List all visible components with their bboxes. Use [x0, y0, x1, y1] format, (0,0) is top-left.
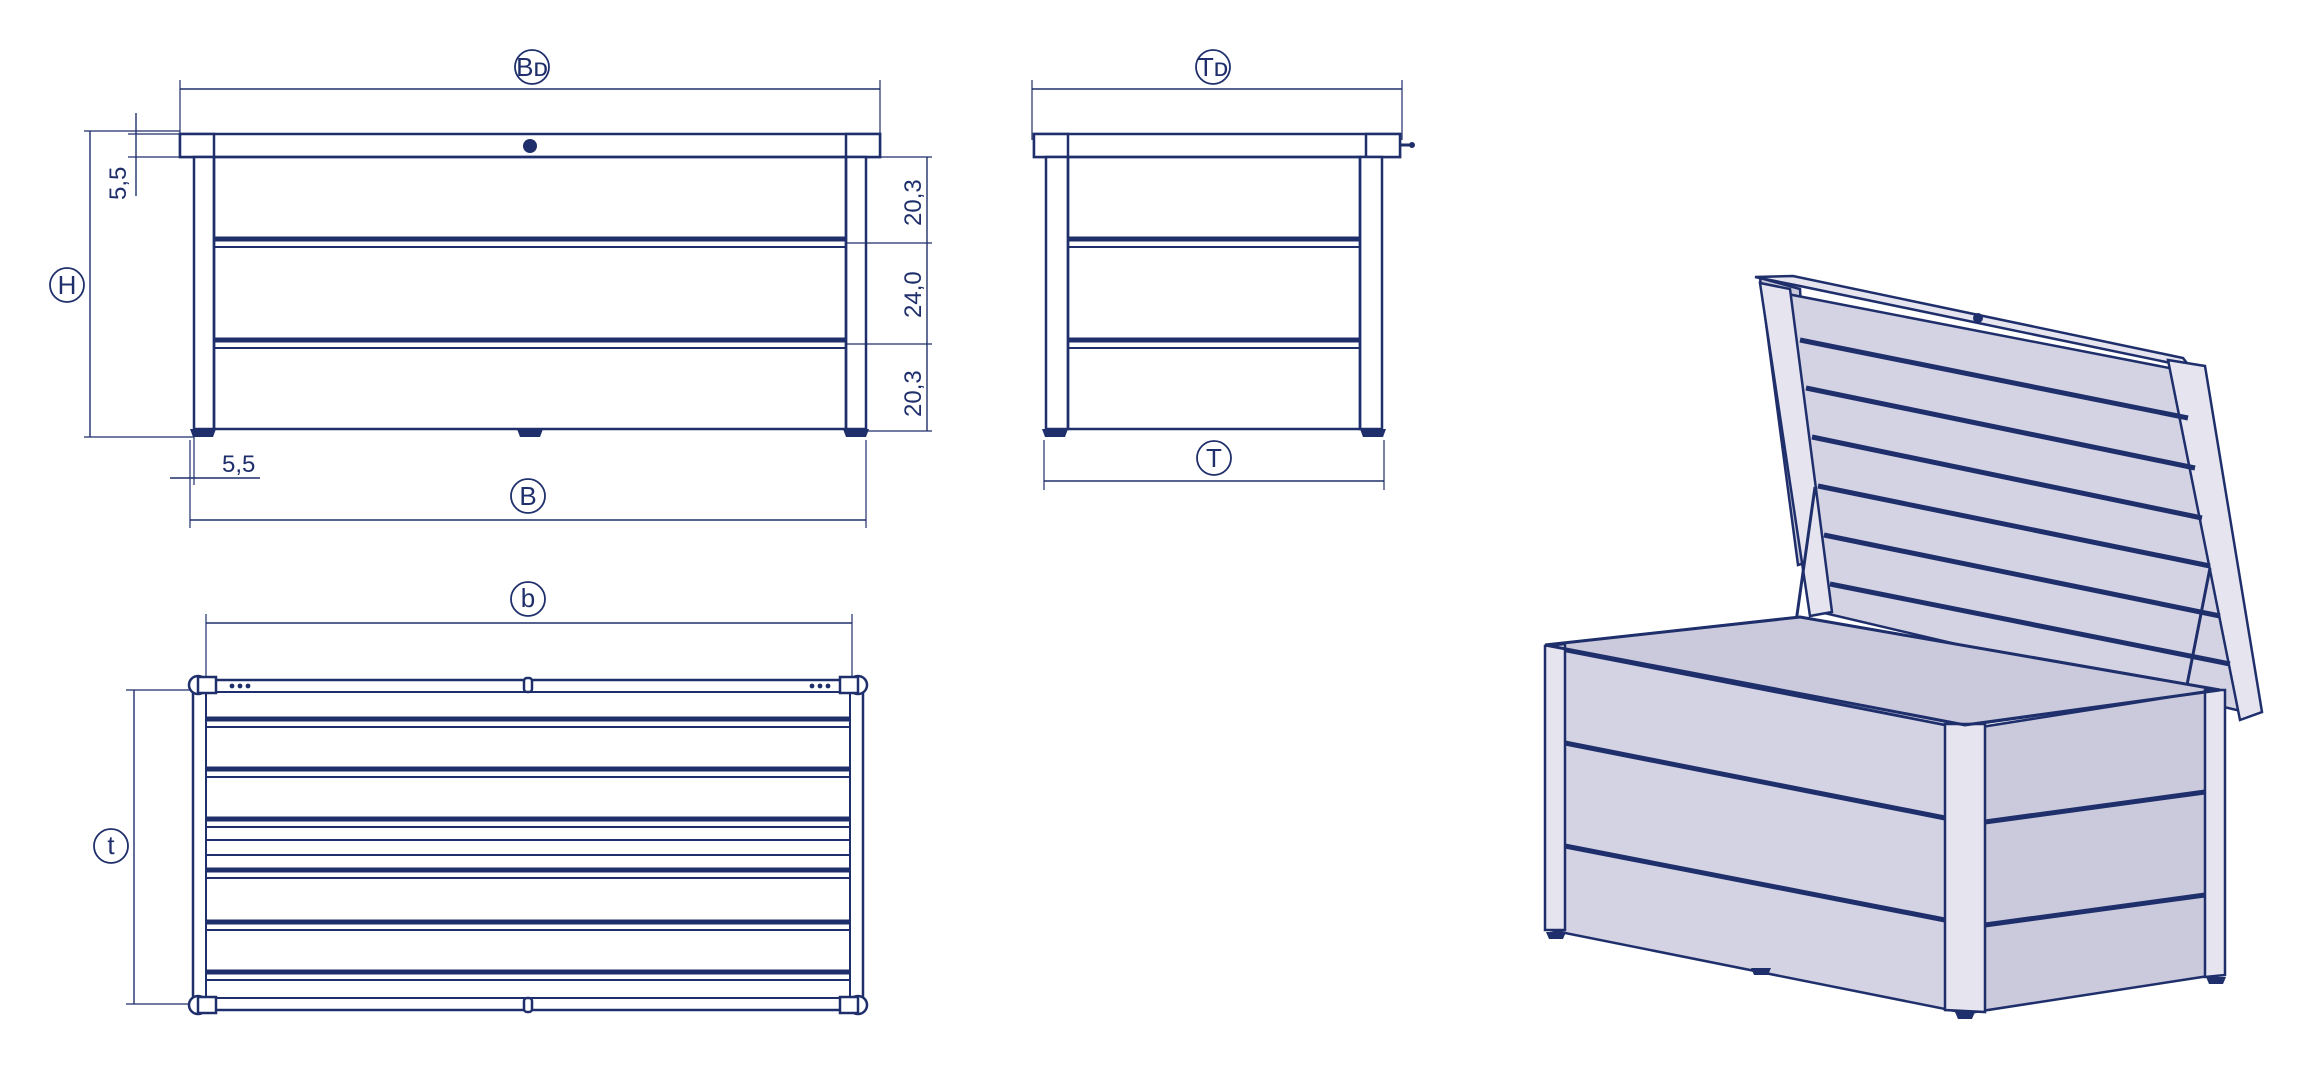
- lid-right-rail: [2166, 358, 2264, 722]
- label-bubble-t: [1196, 440, 1232, 476]
- plan-lock-top: [522, 676, 534, 694]
- front-view: Bᴅ H 5,5 20,3: [49, 49, 932, 528]
- upper-panel-value: 20,3: [900, 179, 927, 226]
- label-small-t: t: [107, 830, 115, 860]
- lid-slat: [1817, 483, 2211, 569]
- front-foot-right: [843, 429, 869, 437]
- lid-slat: [1823, 532, 2221, 619]
- plan-dot: [809, 683, 815, 689]
- lower-panel-value: 20,3: [900, 370, 927, 417]
- side-foot-left: [1042, 429, 1068, 437]
- box-rim-back: [1544, 615, 2221, 692]
- front-post-right: [844, 155, 868, 431]
- box-foot: [1751, 968, 1771, 975]
- front-post-left: [192, 155, 216, 431]
- side-lid: [1032, 132, 1402, 159]
- box-rim-front: [1544, 643, 2221, 727]
- plan-bracket-tr: [838, 675, 860, 695]
- label-small-b: b: [521, 583, 535, 613]
- lid-slat: [1805, 385, 2196, 471]
- box-rib: [1984, 789, 2206, 825]
- lid-lock-icon: [1973, 313, 1983, 323]
- box-foot: [1955, 1012, 1975, 1019]
- side-post-right: [1358, 155, 1384, 431]
- side-body: [1066, 155, 1362, 431]
- side-post-left: [1044, 155, 1070, 431]
- plan-bracket-br: [838, 995, 860, 1015]
- front-foot-middle: [517, 429, 543, 437]
- label-t: T: [1206, 443, 1222, 473]
- plan-dot: [817, 683, 823, 689]
- lid-left-rail: [1758, 281, 1834, 618]
- box-rib: [1564, 740, 1946, 821]
- side-view: Tᴅ T: [1031, 49, 1415, 490]
- label-bubble-td: [1195, 49, 1231, 85]
- side-foot-right: [1360, 429, 1386, 437]
- front-body: [212, 155, 848, 431]
- plan-dot: [825, 683, 831, 689]
- plan-bracket-bl: [196, 995, 218, 1015]
- label-bubble-bd: [514, 49, 550, 85]
- side-lid-handle-knob: [1409, 142, 1415, 148]
- front-lid-cap-left: [178, 132, 216, 159]
- plan-frame: [191, 678, 865, 1012]
- box-post-left: [1543, 642, 1567, 932]
- front-foot-left: [190, 429, 216, 437]
- lid-thickness-value: 5,5: [105, 167, 132, 200]
- plan-inner-frame: [205, 691, 851, 999]
- box-rib: [1984, 892, 2206, 928]
- side-lid-cap-left: [1032, 132, 1070, 159]
- middle-panel-value: 24,0: [900, 271, 927, 318]
- box-rib: [1564, 843, 1946, 923]
- perspective-view: [1543, 274, 2264, 1019]
- lid-slat: [1799, 337, 2189, 421]
- plan-bracket-tl: [196, 675, 218, 695]
- plan-dot: [237, 683, 243, 689]
- label-h: H: [58, 270, 77, 300]
- plan-dot: [245, 683, 251, 689]
- foot-offset-value: 5,5: [222, 451, 255, 478]
- label-td: Tᴅ: [1198, 52, 1228, 82]
- front-lid-cap-right: [844, 132, 882, 159]
- side-lid-cap-right: [1364, 132, 1402, 159]
- label-bd: Bᴅ: [516, 52, 548, 82]
- lid-slat: [1811, 434, 2203, 521]
- box-foot: [1546, 932, 1566, 939]
- plan-dot: [229, 683, 235, 689]
- label-bubble-b: [510, 478, 546, 514]
- box-post-right: [2203, 688, 2227, 979]
- box-right-face: [1973, 688, 2217, 1014]
- plan-lock-bottom: [522, 996, 534, 1014]
- box-foot: [2206, 977, 2226, 984]
- front-lock-dot: [523, 139, 537, 153]
- lid-slat: [1829, 581, 2231, 667]
- box-post-front: [1943, 722, 1987, 1014]
- label-bubble-small-b: [510, 581, 546, 617]
- label-b: B: [519, 481, 536, 511]
- plan-view: b t: [93, 581, 869, 1016]
- label-bubble-h: [49, 267, 85, 303]
- label-bubble-small-t: [93, 828, 129, 864]
- lid-gas-strut-right: [2184, 567, 2212, 691]
